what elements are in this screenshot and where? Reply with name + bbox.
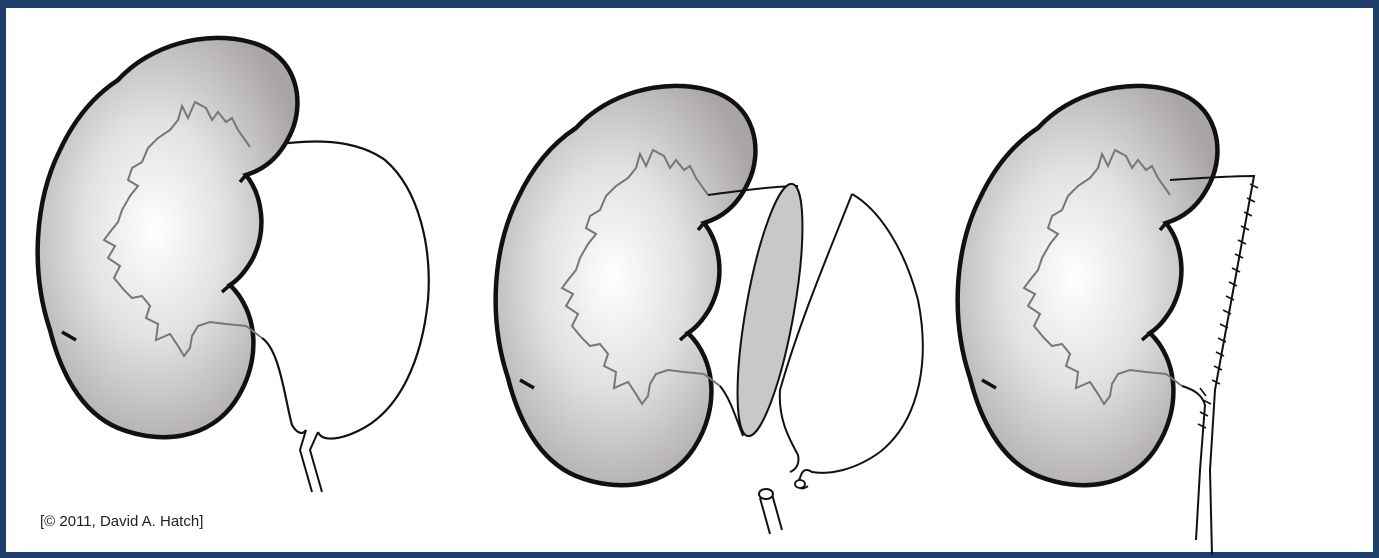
reconstructed-pelvis <box>1170 176 1254 555</box>
ureter-stub <box>760 494 782 534</box>
excised-pelvis-segment <box>724 180 816 440</box>
panel-1-dilated-pelvis <box>38 38 429 492</box>
ureter <box>300 430 322 492</box>
suture-line <box>1198 184 1258 428</box>
kidney-body <box>496 86 756 485</box>
panel-3-anastomosis <box>958 86 1218 485</box>
ureter-stub-opening <box>759 489 773 499</box>
kidney-body <box>958 86 1218 485</box>
sac-outlet <box>795 480 805 488</box>
copyright-notice: [© 2011, David A. Hatch] <box>40 513 203 530</box>
dilated-pelvis-outline <box>250 141 429 438</box>
kidney-body <box>38 38 298 437</box>
